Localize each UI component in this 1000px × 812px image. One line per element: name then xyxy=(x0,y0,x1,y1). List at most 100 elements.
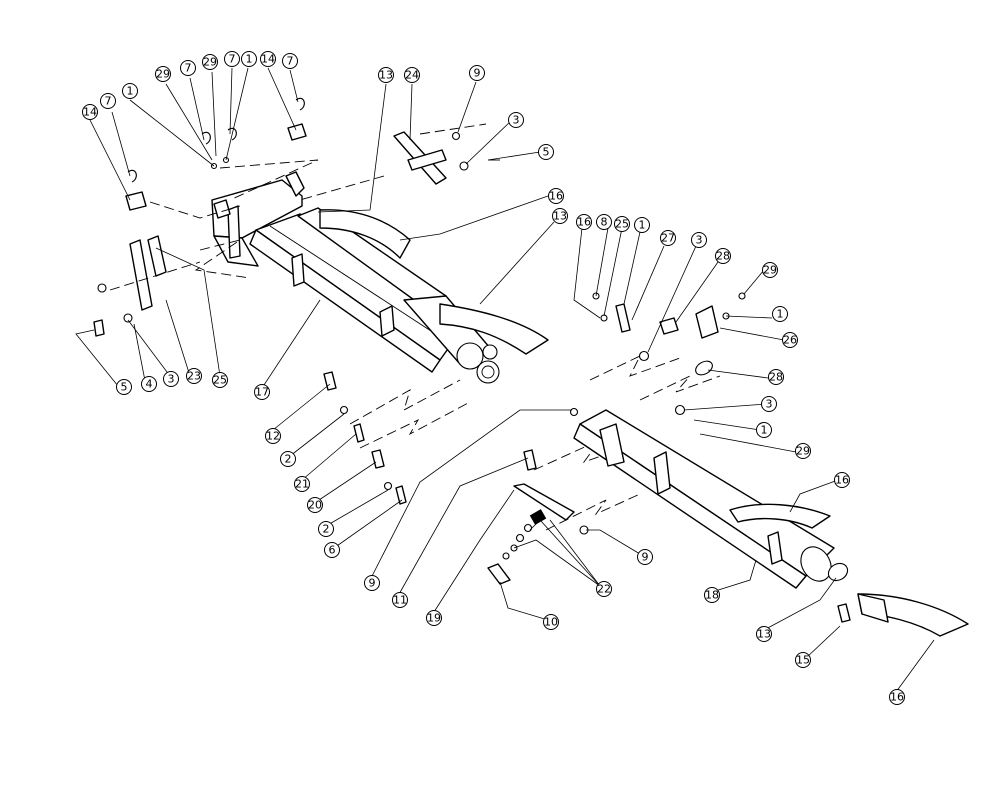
svg-text:23: 23 xyxy=(187,370,201,383)
left-dashed-guides xyxy=(109,123,487,291)
callout: 5 xyxy=(538,144,554,160)
svg-text:3: 3 xyxy=(696,234,703,247)
callout: 22 xyxy=(596,581,612,597)
svg-text:16: 16 xyxy=(890,691,904,704)
svg-text:1: 1 xyxy=(246,53,253,66)
svg-text:1: 1 xyxy=(127,85,134,98)
callout: 16 xyxy=(834,472,850,488)
svg-text:25: 25 xyxy=(213,374,227,387)
callout: 4 xyxy=(141,376,157,392)
callout: 29 xyxy=(202,54,218,70)
svg-text:13: 13 xyxy=(379,69,393,82)
main-frame-tube-17 xyxy=(249,213,471,373)
leader-lines xyxy=(75,67,935,693)
spring-stack-22 xyxy=(487,509,547,585)
callout: 1 xyxy=(634,217,650,233)
svg-text:28: 28 xyxy=(716,250,730,263)
callout: 3 xyxy=(508,112,524,128)
callout: 16 xyxy=(548,188,564,204)
callout: 17 xyxy=(254,384,270,400)
callout: 7 xyxy=(180,60,196,76)
callout: 13 xyxy=(378,67,394,83)
svg-text:29: 29 xyxy=(763,264,777,277)
svg-text:3: 3 xyxy=(168,373,175,386)
callout: 2 xyxy=(318,521,334,537)
callout: 20 xyxy=(307,497,323,513)
callout: 29 xyxy=(795,443,811,459)
svg-text:22: 22 xyxy=(597,583,611,596)
callout: 28 xyxy=(768,369,784,385)
right-end-cap-13 xyxy=(827,562,851,623)
callout: 1 xyxy=(122,83,138,99)
svg-text:16: 16 xyxy=(577,216,591,229)
svg-text:14: 14 xyxy=(261,53,275,66)
svg-text:25: 25 xyxy=(615,218,629,231)
svg-text:5: 5 xyxy=(543,146,550,159)
callout: 7 xyxy=(224,51,240,67)
callout: 16 xyxy=(889,689,905,705)
callout: 28 xyxy=(715,248,731,264)
shield-16-middle xyxy=(439,303,549,355)
svg-text:13: 13 xyxy=(553,210,567,223)
callout: 21 xyxy=(294,476,310,492)
callout: 19 xyxy=(426,610,442,626)
callout: 1 xyxy=(241,51,257,67)
callout: 11 xyxy=(392,592,408,608)
svg-text:24: 24 xyxy=(405,69,419,82)
left-top-hardware xyxy=(125,97,307,211)
callout: 6 xyxy=(324,542,340,558)
callout: 16 xyxy=(576,214,592,230)
callout: 26 xyxy=(782,332,798,348)
callout: 14 xyxy=(260,51,276,67)
callout: 12 xyxy=(265,428,281,444)
callout: 3 xyxy=(761,396,777,412)
svg-text:14: 14 xyxy=(83,106,97,119)
svg-text:4: 4 xyxy=(146,378,153,391)
callout: 7 xyxy=(100,93,116,109)
svg-text:2: 2 xyxy=(323,523,330,536)
mounting-bracket xyxy=(211,171,305,267)
callout: 25 xyxy=(212,372,228,388)
top-link-24 xyxy=(393,131,500,185)
callouts: 14 7 1 29 7 29 7 1 14 7 13 24 9 3 5 16 1… xyxy=(82,51,905,705)
svg-text:20: 20 xyxy=(308,499,322,512)
svg-text:15: 15 xyxy=(796,654,810,667)
svg-text:9: 9 xyxy=(642,551,649,564)
callout: 7 xyxy=(282,53,298,69)
right-top-hardware xyxy=(592,292,746,416)
svg-text:29: 29 xyxy=(203,56,217,69)
callout: 1 xyxy=(756,422,772,438)
callout: 13 xyxy=(756,626,772,642)
callout: 8 xyxy=(596,214,612,230)
svg-text:27: 27 xyxy=(661,232,675,245)
shield-16-upper xyxy=(319,209,411,259)
callout: 29 xyxy=(155,66,171,82)
svg-text:3: 3 xyxy=(513,114,520,127)
svg-text:17: 17 xyxy=(255,386,269,399)
svg-text:7: 7 xyxy=(229,53,236,66)
svg-text:3: 3 xyxy=(766,398,773,411)
svg-text:12: 12 xyxy=(266,430,280,443)
svg-text:7: 7 xyxy=(287,55,294,68)
callout: 25 xyxy=(614,216,630,232)
svg-text:21: 21 xyxy=(295,478,309,491)
svg-text:26: 26 xyxy=(783,334,797,347)
hydraulic-cylinder-13 xyxy=(297,207,500,384)
svg-text:13: 13 xyxy=(757,628,771,641)
center-bracket-19 xyxy=(513,407,589,535)
svg-text:6: 6 xyxy=(329,544,336,557)
svg-text:16: 16 xyxy=(549,190,563,203)
callout: 18 xyxy=(704,587,720,603)
svg-text:29: 29 xyxy=(796,445,810,458)
shield-16-right-lower xyxy=(857,593,969,637)
callout: 10 xyxy=(543,614,559,630)
callout: 13 xyxy=(552,208,568,224)
svg-text:9: 9 xyxy=(474,67,481,80)
callout: 9 xyxy=(364,575,380,591)
svg-text:19: 19 xyxy=(427,612,441,625)
svg-text:9: 9 xyxy=(369,577,376,590)
svg-text:1: 1 xyxy=(639,219,646,232)
svg-text:10: 10 xyxy=(544,616,558,629)
callout: 3 xyxy=(691,232,707,248)
